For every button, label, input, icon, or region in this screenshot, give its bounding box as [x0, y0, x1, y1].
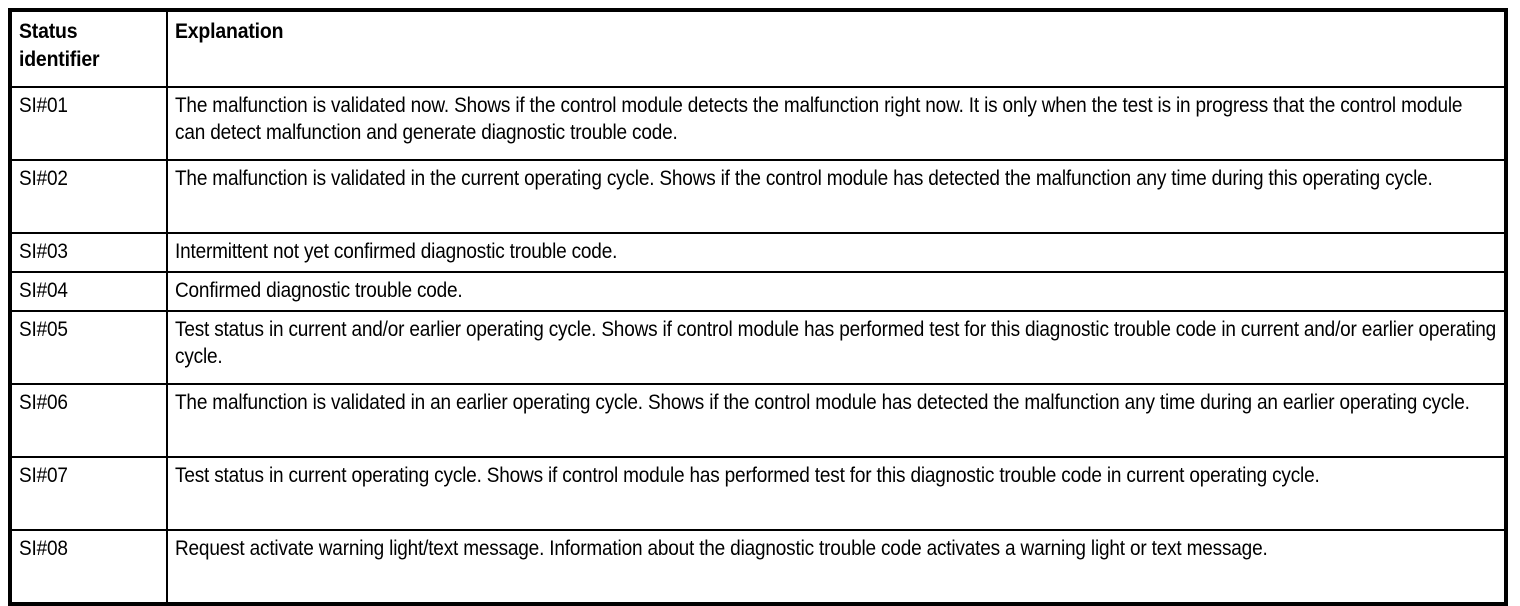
explanation-text: The malfunction is validated in the curr… [175, 167, 1433, 190]
table-row: SI#04 Confirmed diagnostic trouble code. [12, 271, 1504, 312]
cell-status-identifier: SI#02 [12, 159, 168, 234]
cell-explanation: Request activate warning light/text mess… [166, 529, 1504, 602]
cell-status-identifier: SI#06 [12, 383, 168, 458]
status-identifier-value: SI#08 [19, 537, 68, 560]
status-identifier-value: SI#01 [19, 94, 68, 117]
table-row: SI#05 Test status in current and/or earl… [12, 310, 1504, 385]
column-header-explanation-label: Explanation [175, 19, 284, 43]
cell-explanation: Test status in current operating cycle. … [166, 456, 1504, 531]
cell-explanation: The malfunction is validated now. Shows … [166, 86, 1504, 161]
explanation-text: Request activate warning light/text mess… [175, 537, 1268, 560]
cell-status-identifier: SI#07 [12, 456, 168, 531]
cell-explanation: Confirmed diagnostic trouble code. [166, 271, 1504, 312]
cell-status-identifier: SI#05 [12, 310, 168, 385]
explanation-text: Test status in current operating cycle. … [175, 464, 1320, 487]
explanation-text: Test status in current and/or earlier op… [175, 318, 1497, 369]
explanation-text: The malfunction is validated now. Shows … [175, 94, 1463, 145]
table-body: SI#01 The malfunction is validated now. … [12, 86, 1504, 602]
table-row: SI#01 The malfunction is validated now. … [12, 86, 1504, 161]
table-row: SI#02 The malfunction is validated in th… [12, 159, 1504, 234]
status-identifier-value: SI#02 [19, 167, 68, 190]
column-header-status-identifier-label: Status identifier [19, 19, 100, 71]
cell-explanation: Test status in current and/or earlier op… [166, 310, 1504, 385]
cell-explanation: Intermittent not yet confirmed diagnosti… [166, 232, 1504, 273]
explanation-text: Confirmed diagnostic trouble code. [175, 279, 463, 302]
cell-status-identifier: SI#01 [12, 86, 168, 161]
status-table-container: Status identifier Explanation SI#01 The … [8, 8, 1508, 606]
cell-explanation: The malfunction is validated in the curr… [166, 159, 1504, 234]
status-identifier-explanation-table: Status identifier Explanation SI#01 The … [12, 12, 1504, 602]
table-header-row: Status identifier Explanation [12, 12, 1504, 88]
cell-status-identifier: SI#03 [12, 232, 168, 273]
status-identifier-value: SI#07 [19, 464, 68, 487]
table-row: SI#08 Request activate warning light/tex… [12, 529, 1504, 602]
explanation-text: Intermittent not yet confirmed diagnosti… [175, 240, 618, 263]
cell-explanation: The malfunction is validated in an earli… [166, 383, 1504, 458]
table-row: SI#06 The malfunction is validated in an… [12, 383, 1504, 458]
table-row: SI#03 Intermittent not yet confirmed dia… [12, 232, 1504, 273]
table-row: SI#07 Test status in current operating c… [12, 456, 1504, 531]
cell-status-identifier: SI#08 [12, 529, 168, 602]
status-identifier-value: SI#06 [19, 391, 68, 414]
cell-status-identifier: SI#04 [12, 271, 168, 312]
explanation-text: The malfunction is validated in an earli… [175, 391, 1470, 414]
status-identifier-value: SI#05 [19, 318, 68, 341]
status-identifier-value: SI#04 [19, 279, 68, 302]
table-header: Status identifier Explanation [12, 12, 1504, 88]
column-header-status-identifier: Status identifier [12, 12, 168, 88]
status-identifier-value: SI#03 [19, 240, 68, 263]
column-header-explanation: Explanation [166, 12, 1504, 88]
